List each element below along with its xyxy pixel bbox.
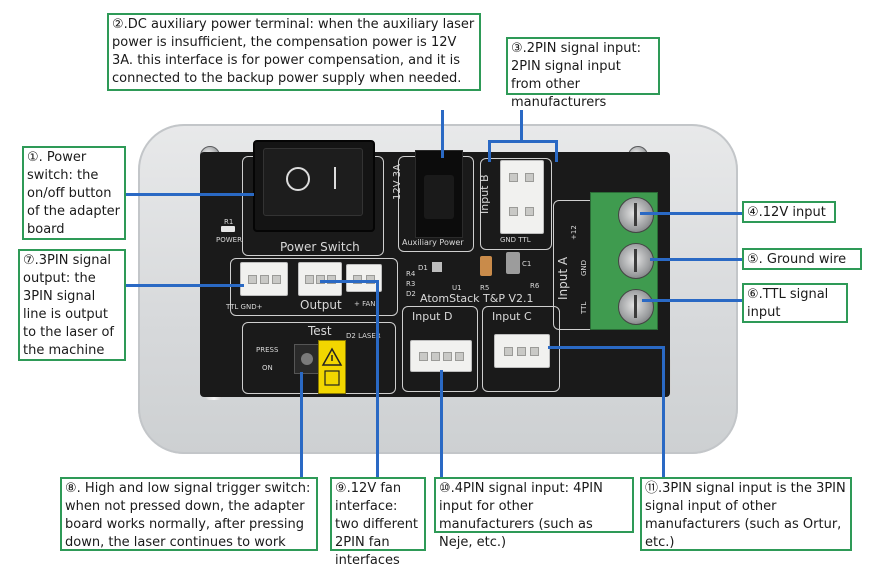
input-c-label: Input C <box>492 310 532 323</box>
terminal-screw-12v[interactable] <box>618 197 654 233</box>
d1-label: D1 <box>418 264 428 272</box>
gnd-ttl-label: GND TTL <box>500 236 531 244</box>
output-outline <box>230 258 398 316</box>
input-b-connector[interactable] <box>500 160 544 234</box>
leader-line-10 <box>440 370 443 480</box>
leader-line-11 <box>548 346 664 349</box>
input-a-label: Input A <box>556 256 570 300</box>
board-brand: AtomStack T&P V2.1 <box>420 292 534 305</box>
callout-11: ⑪.3PIN signal input is the 3PIN signal i… <box>640 477 852 551</box>
dc-aux-power-jack[interactable] <box>415 150 463 238</box>
power-switch[interactable] <box>253 140 375 232</box>
r6-label: R6 <box>530 282 540 290</box>
fan-connector-2[interactable] <box>346 264 382 292</box>
input-d-4pin-connector[interactable] <box>410 340 472 372</box>
power-led <box>221 226 235 232</box>
d2-laser-label: D2 LASER <box>346 332 381 340</box>
callout-9: ⑨.12V fan interface: two different 2PIN … <box>330 477 426 568</box>
input-c-outline <box>482 306 560 392</box>
leader-line-7 <box>126 284 244 287</box>
callout-8: ⑧. High and low signal trigger switch: w… <box>60 477 318 551</box>
terminal-screw-ttl[interactable] <box>618 289 654 325</box>
callout-6: ⑥.TTL signal input <box>742 283 848 323</box>
leader-line-5 <box>650 258 742 261</box>
press-label: PRESS <box>256 346 279 354</box>
output-3pin-connector[interactable] <box>240 262 288 296</box>
leader-line-6 <box>642 299 742 302</box>
capacitor-c1 <box>506 252 520 274</box>
callout-2: ②.DC auxiliary power terminal: when the … <box>107 13 481 91</box>
output-label: Output <box>300 298 342 312</box>
c1-label: C1 <box>522 260 532 268</box>
on-label: ON <box>262 364 273 372</box>
r3-label: R3 <box>406 280 416 288</box>
input-b-outline <box>480 158 552 250</box>
aux-power-label: Auxiliary Power <box>402 238 464 247</box>
leader-line-2 <box>441 110 444 158</box>
input-d-label: Input D <box>412 310 453 323</box>
resistor <box>480 256 492 276</box>
plus12-label: +12 <box>570 225 578 240</box>
leader-line-11 <box>662 346 665 480</box>
gnd-silk-label: GND <box>580 259 588 276</box>
input-b-label: Input B <box>478 174 491 214</box>
fan-label: + FAN <box>354 300 376 308</box>
leader-line-1 <box>126 193 254 196</box>
test-trigger-switch[interactable] <box>294 344 320 374</box>
leader-line-3-bracket <box>488 140 558 143</box>
u1-label: U1 <box>452 284 462 292</box>
terminal-screw-gnd[interactable] <box>618 243 654 279</box>
ttl-silk-label: TTL <box>580 301 588 314</box>
r5-label: R5 <box>480 284 490 292</box>
callout-4: ④.12V input <box>742 201 836 223</box>
diode-d1 <box>432 262 442 272</box>
power-switch-label: Power Switch <box>280 240 360 254</box>
ttl-gnd-label: TTL GND+ <box>226 303 263 311</box>
leader-line-9 <box>376 280 379 480</box>
d2-label: D2 <box>406 290 416 298</box>
aux-rating-label: 12V 3A <box>392 164 403 200</box>
r1-label: R1 <box>224 218 234 226</box>
leader-line-8 <box>300 372 303 480</box>
leader-line-4 <box>640 212 742 215</box>
callout-10: ⑩.4PIN signal input: 4PIN input for othe… <box>434 477 634 550</box>
laser-warning-tag <box>318 340 346 394</box>
input-c-3pin-connector[interactable] <box>494 334 550 368</box>
callout-3: ③.2PIN signal input: 2PIN signal input f… <box>506 37 660 110</box>
callout-5: ⑤. Ground wire <box>742 248 862 270</box>
callout-1: ①. Power switch: the on/off button of th… <box>22 146 126 240</box>
leader-line-9-branch <box>320 280 378 283</box>
test-label: Test <box>308 324 332 338</box>
leader-line-3-bracket <box>555 140 558 162</box>
fan-connector-1[interactable] <box>298 262 342 296</box>
callout-7: ⑦.3PIN signal output: the 3PIN signal li… <box>18 249 126 361</box>
leader-line-3 <box>520 110 523 142</box>
r4-label: R4 <box>406 270 416 278</box>
leader-line-3-bracket <box>488 140 491 162</box>
power-led-label: POWER <box>216 236 242 244</box>
